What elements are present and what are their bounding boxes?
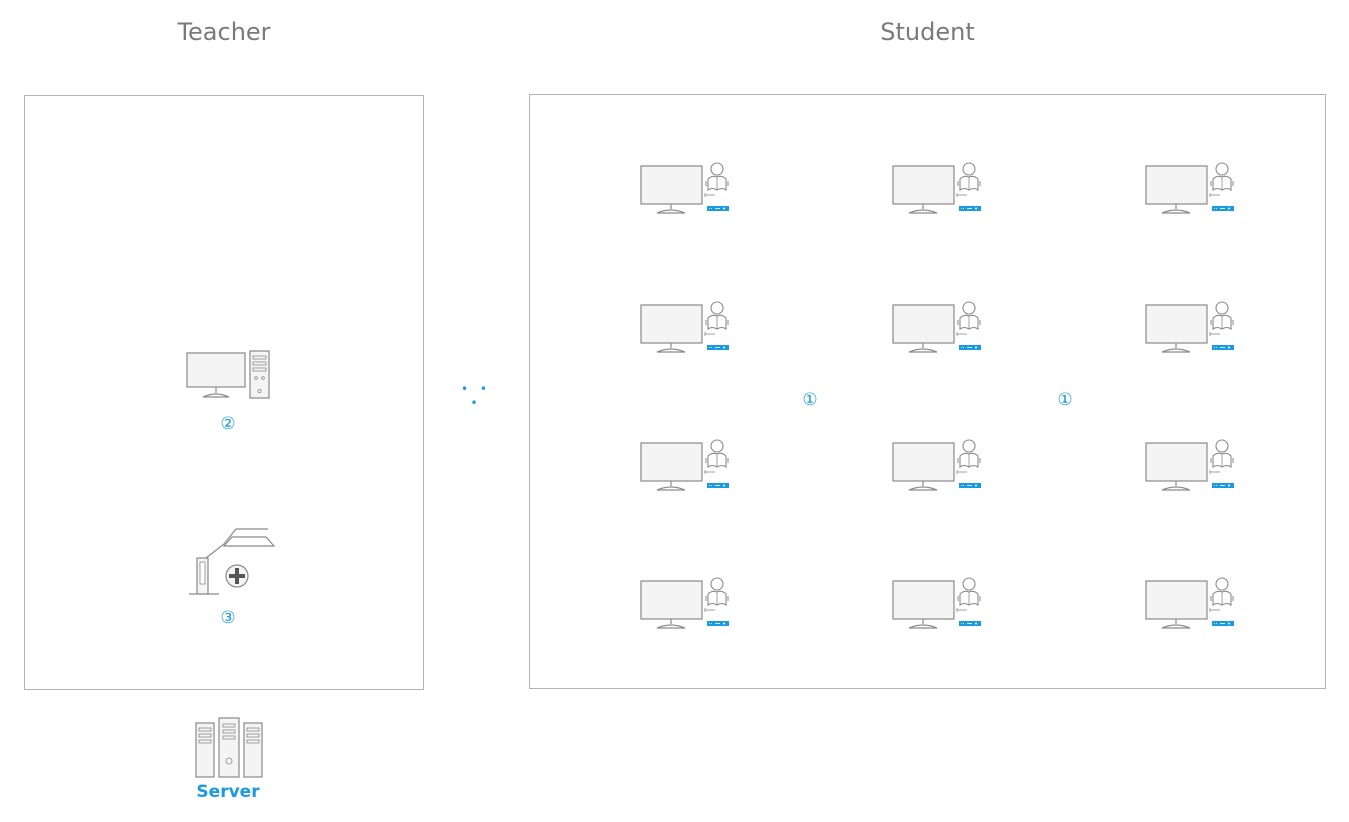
- student-marker-1: ①: [802, 390, 818, 410]
- server-label: Server: [196, 782, 260, 802]
- document-camera-marker: ③: [220, 608, 236, 628]
- student-workstation-icon: [640, 162, 732, 218]
- student-workstation-icon: [640, 301, 732, 357]
- student-workstation-icon: [1145, 162, 1237, 218]
- student-workstation-icon: [640, 577, 732, 633]
- student-workstation-icon: [892, 577, 984, 633]
- student-workstation-icon: [892, 162, 984, 218]
- teacher-computer-icon: [186, 350, 272, 404]
- teacher-panel: [24, 95, 424, 690]
- server-rack-icon: [194, 716, 264, 782]
- document-camera-icon: [186, 528, 282, 602]
- student-workstation-icon: [1145, 577, 1237, 633]
- student-title: Student: [880, 18, 975, 46]
- teacher-title: Teacher: [177, 18, 271, 46]
- student-workstation-icon: [1145, 301, 1237, 357]
- student-workstation-icon: [892, 439, 984, 495]
- student-marker-2: ①: [1057, 390, 1073, 410]
- student-workstation-icon: [892, 301, 984, 357]
- connector-dots: • • •: [461, 382, 491, 410]
- student-workstation-icon: [640, 439, 732, 495]
- student-workstation-icon: [1145, 439, 1237, 495]
- teacher-computer-marker: ②: [220, 414, 236, 434]
